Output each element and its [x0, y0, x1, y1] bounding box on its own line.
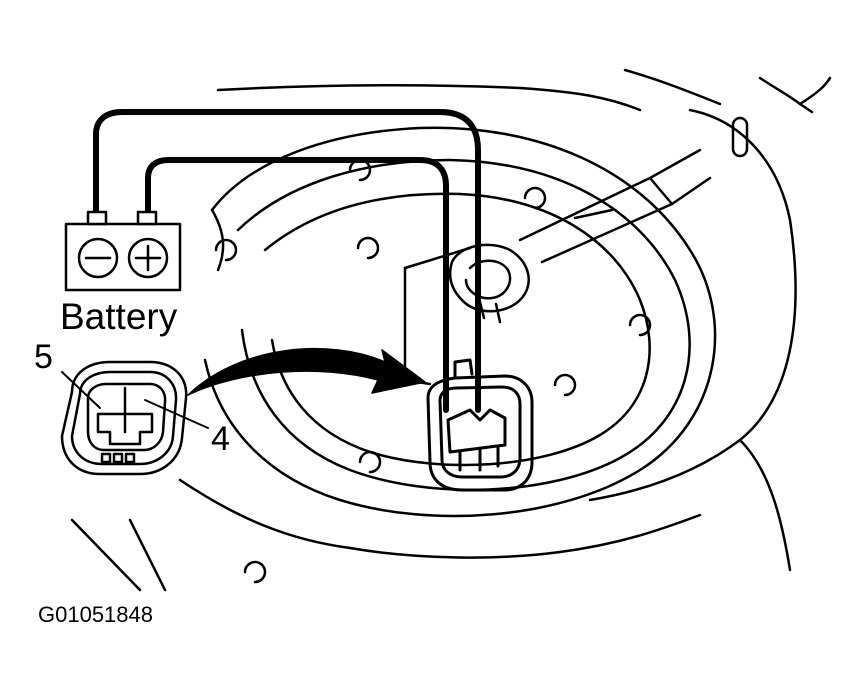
battery-label: Battery — [60, 296, 178, 337]
connector-icon — [60, 360, 188, 476]
positive-terminal-icon — [127, 237, 169, 279]
pin-leader-lines — [61, 371, 209, 429]
pin-4-label: 4 — [211, 420, 230, 458]
positive-lead — [145, 157, 449, 413]
sender-arm — [518, 148, 712, 264]
vehicle-body-outline — [70, 68, 832, 592]
test-leads — [93, 109, 481, 413]
slot-detail — [731, 116, 749, 158]
pump-plate — [403, 243, 530, 386]
negative-terminal-icon — [77, 237, 119, 279]
figure-id: G01051848 — [38, 602, 153, 627]
pin-5-label: 5 — [34, 338, 53, 376]
battery-icon — [64, 210, 182, 292]
curved-arrow-icon — [187, 348, 426, 396]
negative-lead — [93, 109, 481, 413]
